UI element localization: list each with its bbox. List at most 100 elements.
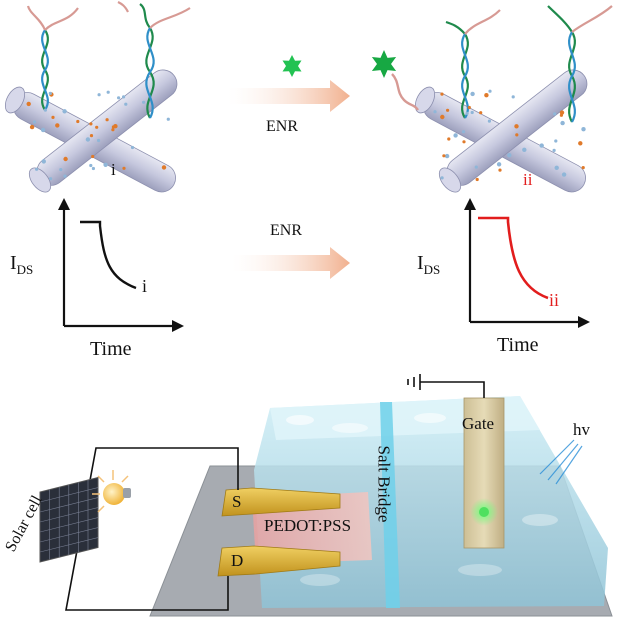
- nanoparticle-dot: [461, 130, 466, 134]
- top-arrow-label: ENR: [266, 118, 298, 135]
- drain-label: D: [231, 551, 244, 570]
- nanoparticle-dot: [440, 176, 444, 180]
- drain-electrode: [217, 545, 341, 577]
- dna-probe-strands-ii: [445, 5, 613, 123]
- plot-i-ylabel-sub: DS: [16, 262, 34, 277]
- state-ii-label: ii: [523, 170, 533, 189]
- nanoparticle-dot: [63, 174, 67, 178]
- nanoparticle-dot: [479, 111, 483, 115]
- nanoparticle-dot: [581, 127, 586, 132]
- plot-ii-ylabel-main: I: [417, 252, 424, 274]
- nanoparticle-dot: [43, 108, 48, 112]
- nanoparticle-dot: [496, 162, 502, 167]
- ground-wire: [407, 374, 485, 398]
- nanoparticle-dot: [89, 134, 94, 138]
- source-label: S: [232, 492, 242, 511]
- nanoparticle-dot: [29, 124, 35, 130]
- nanoparticle-dot: [467, 105, 471, 110]
- nanoparticle-dot: [560, 120, 565, 126]
- plot-i: [58, 198, 184, 332]
- plot-i-ylabel-main: I: [10, 252, 17, 274]
- nanoparticle-dot: [561, 172, 567, 177]
- nanoparticle-dot: [440, 92, 444, 96]
- nanoparticle-dot: [97, 93, 101, 97]
- nanoparticle-dot: [85, 137, 91, 142]
- nanoparticle-dot: [442, 154, 446, 158]
- light-bulb-icon: [92, 470, 131, 513]
- nanoparticle-dot: [444, 153, 450, 159]
- light-label: hv: [573, 420, 590, 439]
- nanoparticle-dot: [91, 166, 95, 171]
- nanoparticle-dot: [539, 143, 544, 148]
- nanoparticle-dot: [59, 168, 63, 172]
- nanoparticle-dot: [48, 91, 52, 95]
- nanoparticle-dot: [95, 125, 99, 129]
- plot-ii-y-arrowhead: [464, 198, 476, 210]
- plot-i-curve-label: i: [142, 276, 148, 296]
- nanoparticle-dot: [105, 118, 109, 122]
- nanoparticle-dot: [470, 91, 475, 97]
- nanoparticle-dot: [106, 90, 110, 94]
- nanoparticle-dot: [91, 154, 95, 159]
- nanoparticle-dot: [488, 89, 492, 93]
- plot-ii-xlabel: Time: [497, 334, 539, 356]
- plot-i-xlabel: Time: [90, 338, 132, 360]
- nanoparticle-dot: [130, 145, 135, 150]
- nanoparticle-dot: [51, 115, 55, 119]
- plot-ii-curve: [478, 216, 549, 300]
- nanoparticle-dot: [89, 163, 93, 168]
- nanoparticle-dot: [89, 122, 93, 126]
- nanoparticle-dot: [446, 108, 450, 112]
- nanoparticle-dot: [470, 110, 474, 115]
- plot-ii-ylabel: IDS: [417, 252, 440, 278]
- nanoparticle-dot: [578, 141, 583, 146]
- nanoparticle-dot: [487, 119, 491, 123]
- reaction-arrow-middle: [232, 247, 350, 279]
- nanoparticle-dot: [559, 110, 565, 115]
- enr-target-molecule: [282, 55, 302, 77]
- nanoparticle-dot: [76, 119, 80, 124]
- nanoparticle-dot: [55, 123, 60, 128]
- nanoparticle-dot: [41, 159, 46, 164]
- dna-probe-strands-i: [26, 1, 191, 119]
- nanoparticle-dot: [507, 153, 512, 158]
- nanoparticle-dot: [554, 139, 558, 143]
- nanoparticle-dot: [103, 162, 108, 167]
- gate-label: Gate: [462, 414, 495, 433]
- nanoparticle-dot: [142, 100, 146, 104]
- state-i-label: i: [111, 160, 116, 179]
- plot-i-ylabel: IDS: [10, 252, 33, 278]
- plot-i-x-arrowhead: [172, 320, 184, 332]
- solar-cell: [39, 476, 99, 563]
- salt-bridge: [380, 402, 400, 608]
- plot-ii-ylabel-sub: DS: [423, 262, 441, 277]
- nanoparticle-dot: [474, 165, 478, 169]
- nanoparticle-dot: [35, 167, 39, 171]
- nanoparticle-dot: [117, 96, 121, 100]
- nanoparticle-dot: [433, 110, 437, 114]
- plot-ii-curve-label: ii: [549, 290, 560, 310]
- nanoparticle-dot: [97, 138, 101, 143]
- nanoparticle-dot: [453, 133, 458, 138]
- nanoparticle-dot: [515, 133, 519, 137]
- salt-bridge-label: Salt Bridge: [374, 445, 394, 523]
- nanoparticle-dot: [440, 114, 445, 120]
- nanoparticle-dot: [552, 148, 556, 152]
- nanoparticle-dot: [161, 165, 167, 170]
- plot-ii: [464, 198, 590, 328]
- nanotube-assembly-ii: [414, 69, 588, 193]
- nanoparticle-dot: [122, 166, 126, 170]
- nanoparticle-dot: [511, 95, 515, 99]
- gate-electrode: [463, 397, 505, 549]
- source-electrode: [221, 487, 341, 517]
- nanoparticle-dot: [49, 177, 53, 181]
- light-beam: [539, 439, 583, 485]
- nanoparticle-dot: [553, 112, 557, 116]
- nanoparticle-dot: [40, 127, 46, 133]
- nanoparticle-dot: [111, 128, 115, 132]
- plot-i-curve: [80, 220, 137, 290]
- reaction-arrow-top: [228, 80, 350, 112]
- nanoparticle-dot: [581, 166, 585, 170]
- nanotube-assembly-i: [4, 69, 178, 193]
